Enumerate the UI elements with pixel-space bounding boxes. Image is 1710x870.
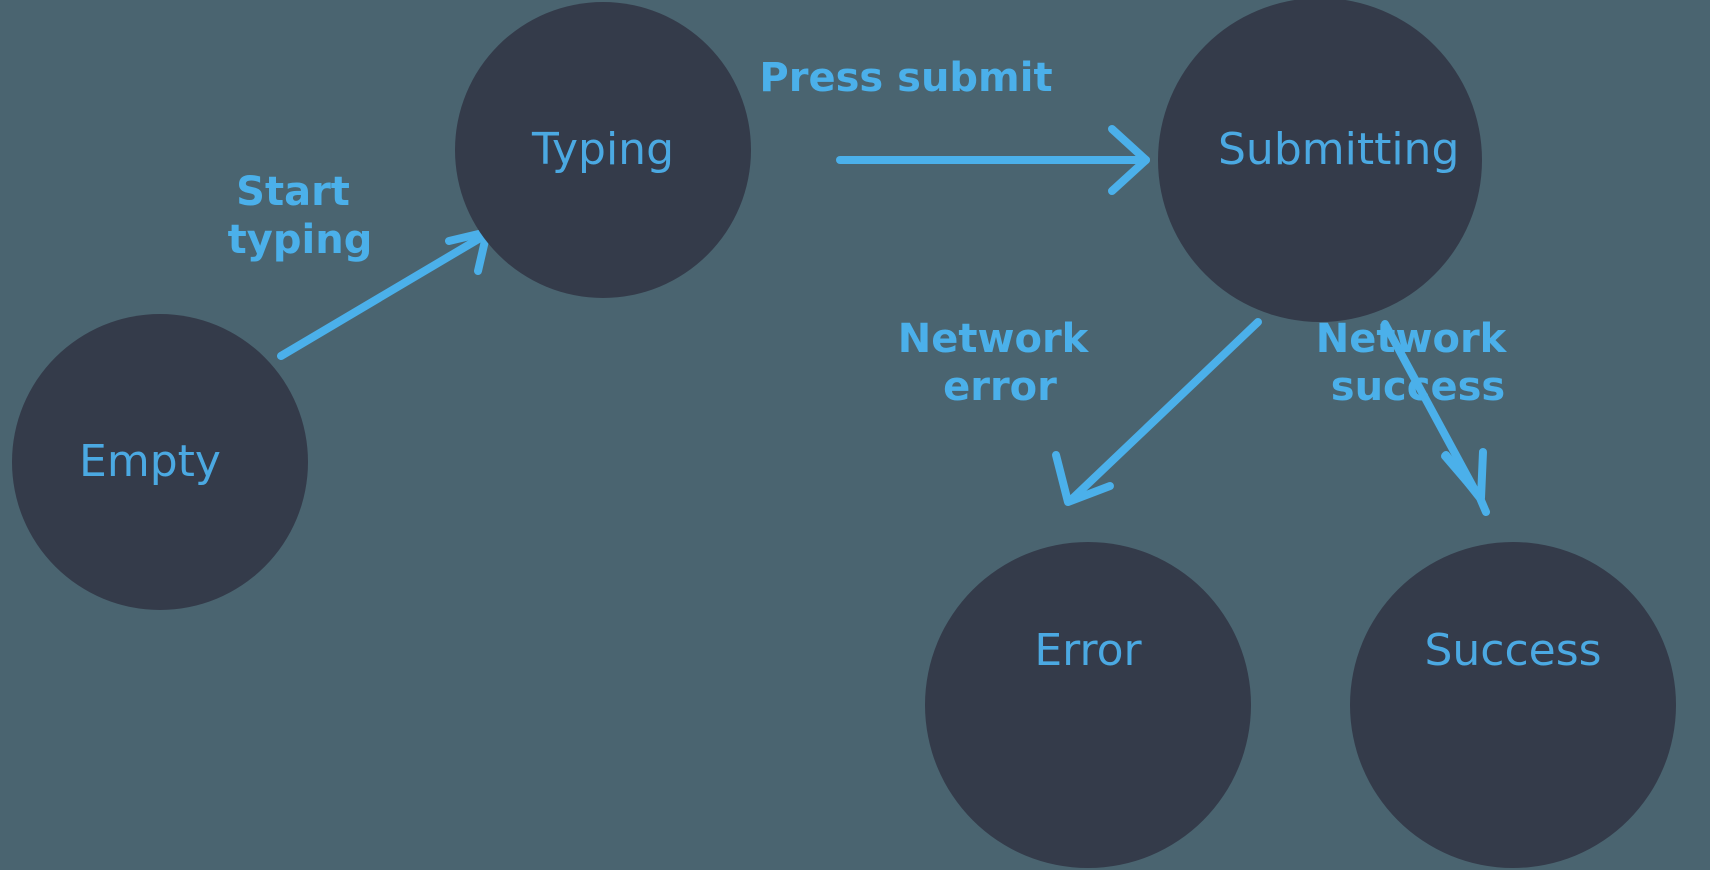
state-label-submitting: Submitting — [1218, 124, 1459, 175]
state-circle-success — [1350, 542, 1676, 868]
transition-label-line: Network — [898, 316, 1090, 362]
transition-label-network-success: Network success — [1316, 316, 1520, 410]
state-circle-submitting — [1158, 0, 1482, 322]
transition-line-network-error — [1068, 318, 1262, 503]
transition-label-line: typing — [228, 217, 373, 263]
state-node-success[interactable]: Success — [1350, 542, 1676, 868]
transition-label-start-typing: Start typing — [228, 169, 373, 263]
state-label-empty: Empty — [79, 436, 221, 487]
state-node-typing[interactable]: Typing — [455, 2, 751, 298]
transition-network-success[interactable]: Network success — [1316, 316, 1520, 516]
state-label-success: Success — [1424, 625, 1601, 676]
state-circle-empty — [12, 314, 308, 610]
arrowhead-network-success-wing — [1441, 448, 1487, 502]
transition-label-line: Network — [1316, 316, 1508, 362]
state-label-error: Error — [1034, 625, 1142, 676]
arrowhead-network-error — [1052, 451, 1114, 506]
transition-network-error[interactable]: Network error — [898, 316, 1262, 506]
transition-start-typing[interactable]: Start typing — [228, 169, 491, 360]
arrowhead-press-submit — [1108, 125, 1150, 195]
transition-label-line: error — [943, 364, 1057, 410]
state-circle-typing — [455, 2, 751, 298]
state-node-empty[interactable]: Empty — [12, 314, 308, 610]
state-node-error[interactable]: Error — [925, 542, 1251, 868]
state-label-typing: Typing — [531, 124, 674, 175]
state-circle-error — [925, 542, 1251, 868]
state-node-submitting[interactable]: Submitting — [1158, 0, 1482, 322]
transition-label-press-submit: Press submit — [759, 55, 1052, 101]
transition-label-network-error: Network error — [898, 316, 1102, 410]
transition-line-network-success — [1381, 320, 1481, 498]
transition-press-submit[interactable]: Press submit — [759, 55, 1150, 195]
transition-line-start-typing — [277, 230, 491, 360]
transition-label-line: Press submit — [759, 55, 1052, 101]
transition-label-line: Start — [236, 169, 350, 215]
transition-label-line: success — [1331, 364, 1505, 410]
